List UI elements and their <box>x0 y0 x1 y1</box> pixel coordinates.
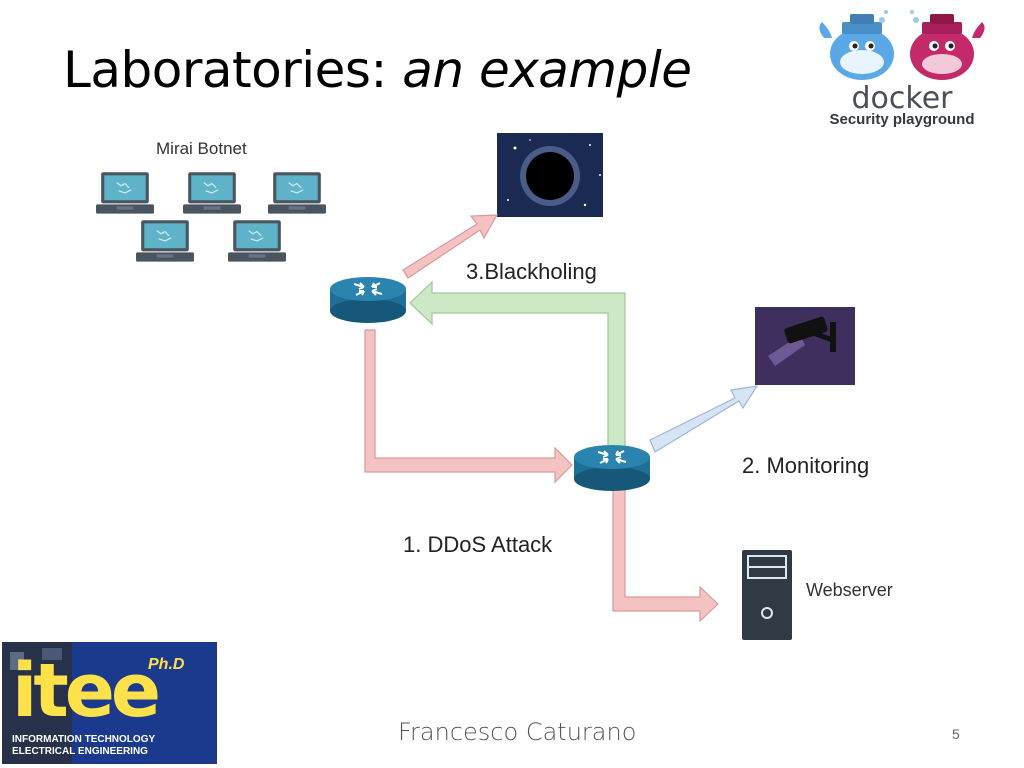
step2-label: 2. Monitoring <box>742 453 870 478</box>
docker-logo-subtitle: Security playground <box>829 111 975 128</box>
webserver-icon <box>742 550 792 640</box>
ddos-attack-arrow <box>364 329 573 484</box>
webserver-label: Webserver <box>806 580 893 600</box>
page-number: 5 <box>952 726 960 742</box>
itee-phd-logo: itee Ph.D INFORMATION TECHNOLOGY ELECTRI… <box>2 642 217 764</box>
itee-logo-line1: INFORMATION TECHNOLOGY <box>12 734 156 745</box>
laptop-icon <box>228 219 286 263</box>
laptop-icon <box>136 219 194 263</box>
monitoring-camera-image <box>755 307 855 385</box>
docker-security-playground-logo: docker Security playground <box>812 8 994 132</box>
title-italic: an example <box>402 41 692 99</box>
itee-logo-line2: ELECTRICAL ENGINEERING <box>12 746 148 757</box>
itee-logo-badge: Ph.D <box>148 656 185 673</box>
laptop-icon <box>183 171 241 215</box>
step1-label: 1. DDoS Attack <box>403 532 553 557</box>
router-icon-core <box>573 444 651 492</box>
step3-label: 3.Blackholing <box>466 259 597 284</box>
itee-logo-graphic <box>2 642 217 764</box>
laptop-icon <box>268 171 326 215</box>
footer-author: Francesco Caturano <box>398 718 637 746</box>
slide-title: Laboratories: an example <box>63 38 692 102</box>
itee-logo-main: itee <box>12 648 161 734</box>
botnet-label: Mirai Botnet <box>156 139 247 158</box>
blackholing-feedback-arrow <box>409 280 626 451</box>
monitoring-arrow <box>649 385 759 453</box>
docker-whales-icon <box>819 10 985 80</box>
blackhole-image <box>497 133 603 217</box>
blackholing-arrow-to-blackhole <box>402 214 499 279</box>
docker-logo-text: docker <box>851 81 953 116</box>
router-icon-edge <box>329 276 407 324</box>
title-main: Laboratories: <box>63 41 403 99</box>
botnet-laptops <box>96 171 326 263</box>
laptop-icon <box>96 171 154 215</box>
webserver-traffic-arrow <box>612 489 719 623</box>
